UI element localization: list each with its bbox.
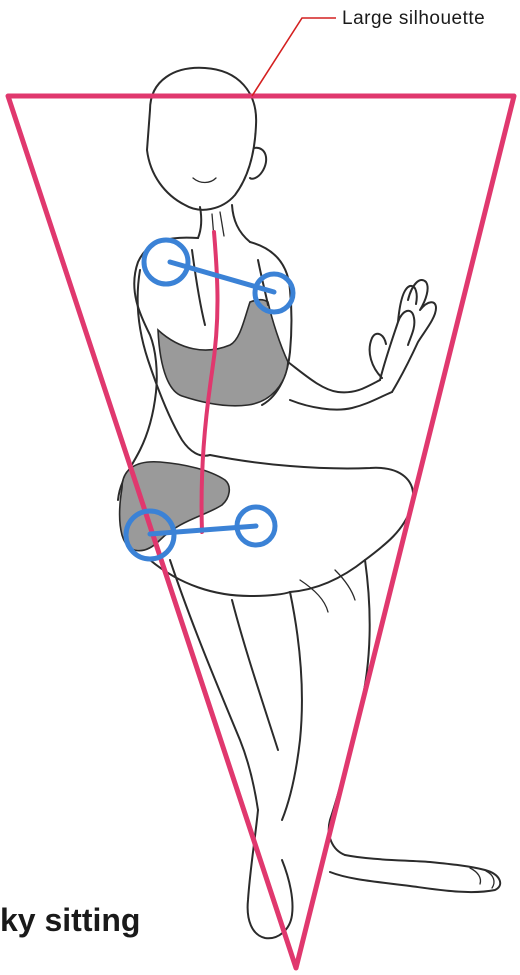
caption: ky sitting	[0, 902, 140, 938]
thumb	[370, 334, 386, 378]
callout-line	[252, 18, 336, 96]
silhouette-triangle	[8, 96, 514, 968]
shoulder-joint-left	[144, 240, 188, 284]
callout: Large silhouette	[252, 8, 485, 96]
neck-right	[232, 205, 250, 242]
shin-back-outer	[232, 600, 278, 750]
arm-right	[288, 362, 392, 410]
foot-back	[248, 810, 293, 938]
thigh-top	[210, 455, 413, 592]
foot-front	[330, 855, 500, 892]
neck	[198, 207, 201, 238]
tank-top	[158, 300, 288, 406]
structure-overlay	[8, 96, 514, 968]
hand	[380, 280, 436, 392]
tank-strap-left	[192, 250, 205, 325]
head	[147, 68, 256, 210]
callout-label: Large silhouette	[342, 8, 485, 29]
shin-back	[170, 560, 258, 810]
figure-sketch	[118, 68, 500, 938]
shin-front-inner	[282, 592, 302, 820]
thigh-detail	[300, 570, 355, 612]
smile	[193, 178, 216, 183]
